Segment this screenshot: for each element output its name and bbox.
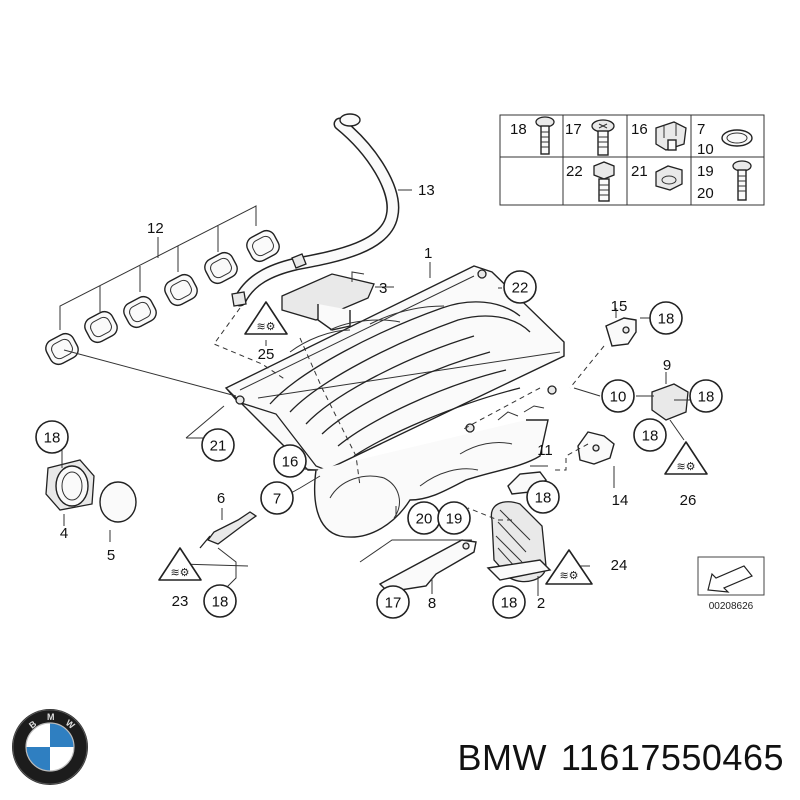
callout-18-g: 18 xyxy=(492,585,526,619)
svg-text:10: 10 xyxy=(610,389,627,406)
svg-text:≋⚙: ≋⚙ xyxy=(170,566,189,579)
label-23: 23 xyxy=(172,593,189,610)
callout-18-b: 18 xyxy=(689,379,723,413)
callout-16: 16 xyxy=(273,444,307,478)
bracket-11 xyxy=(507,465,548,495)
label-4: 4 xyxy=(60,525,68,542)
label-14: 14 xyxy=(612,492,629,509)
label-13: 13 xyxy=(418,182,435,199)
svg-text:18: 18 xyxy=(698,389,715,406)
bracket-15 xyxy=(605,308,637,347)
torque-triangle-icon-24: ≋⚙ xyxy=(545,549,593,585)
callout-20: 20 xyxy=(407,501,441,535)
svg-text:7: 7 xyxy=(273,491,281,508)
hex-bolt-icon xyxy=(593,161,615,202)
bmw-roundel-icon: B M W xyxy=(12,709,88,785)
brand-name: BMW xyxy=(457,737,547,778)
svg-text:21: 21 xyxy=(210,438,227,455)
callout-7: 7 xyxy=(260,481,294,515)
label-5: 5 xyxy=(107,547,115,564)
intake-pipe xyxy=(45,459,95,526)
table-cell-19: 19 xyxy=(697,163,714,180)
torque-triangle-icon-25: ≋⚙ xyxy=(244,301,288,335)
callout-18-d: 18 xyxy=(35,420,69,454)
callout-10: 10 xyxy=(601,379,635,413)
table-cell-17: 17 xyxy=(565,121,582,138)
intake-gaskets xyxy=(45,205,280,366)
callout-18-f: 18 xyxy=(203,584,237,618)
label-3: 3 xyxy=(379,280,387,297)
callout-21: 21 xyxy=(201,428,235,462)
svg-text:19: 19 xyxy=(446,511,463,528)
svg-text:16: 16 xyxy=(282,454,299,471)
torque-triangle-icon-26: ≋⚙ xyxy=(664,441,708,475)
svg-text:22: 22 xyxy=(512,280,529,297)
bracket-14 xyxy=(577,431,615,488)
svg-text:18: 18 xyxy=(212,594,229,611)
svg-text:≋⚙: ≋⚙ xyxy=(559,569,578,582)
svg-text:18: 18 xyxy=(658,311,675,328)
label-1: 1 xyxy=(424,245,432,262)
pressure-sensor xyxy=(281,271,394,331)
label-11: 11 xyxy=(537,442,553,459)
sensor-bracket-9 xyxy=(651,372,689,421)
label-12: 12 xyxy=(147,220,164,237)
svg-text:17: 17 xyxy=(385,595,402,612)
label-2: 2 xyxy=(537,595,545,612)
callout-17: 17 xyxy=(376,585,410,619)
callout-22: 22 xyxy=(503,270,537,304)
flange-screw-icon xyxy=(591,119,615,156)
svg-text:18: 18 xyxy=(535,490,552,507)
torx-screw-icon xyxy=(535,116,555,155)
table-cell-7: 7 xyxy=(697,121,705,138)
svg-text:18: 18 xyxy=(642,428,659,445)
table-cell-21: 21 xyxy=(631,163,648,180)
table-cell-22: 22 xyxy=(566,163,583,180)
orientation-arrow-box xyxy=(697,556,765,596)
hardware-table-frame xyxy=(499,114,765,206)
part-number: 11617550465 xyxy=(560,737,784,778)
svg-text:18: 18 xyxy=(44,430,61,447)
hardware-table: 18 17 16 7 10 22 21 19 20 xyxy=(499,114,765,206)
seal-ring-icon xyxy=(721,129,753,147)
seal-ring xyxy=(99,481,137,542)
temperature-sensor xyxy=(199,508,258,549)
svg-text:≋⚙: ≋⚙ xyxy=(676,460,695,473)
label-24: 24 xyxy=(611,557,628,574)
svg-text:M: M xyxy=(47,712,55,722)
throttle-body xyxy=(486,501,552,596)
torx-bolt-icon xyxy=(732,160,752,201)
table-cell-10: 10 xyxy=(697,141,714,158)
table-cell-16: 16 xyxy=(631,121,648,138)
label-25: 25 xyxy=(258,346,275,363)
callout-19: 19 xyxy=(437,501,471,535)
hose-clip-icon xyxy=(655,121,687,151)
label-26: 26 xyxy=(680,492,697,509)
svg-text:18: 18 xyxy=(501,595,518,612)
svg-text:B: B xyxy=(27,718,39,730)
label-9: 9 xyxy=(663,357,671,374)
table-cell-18: 18 xyxy=(510,121,527,138)
brand-footer: B M W BMW 11617550465 xyxy=(8,705,792,795)
vent-hose xyxy=(231,113,412,307)
svg-text:≋⚙: ≋⚙ xyxy=(256,320,275,333)
brand-title: BMW 11617550465 xyxy=(457,737,784,779)
callout-18-a: 18 xyxy=(649,301,683,335)
callout-18-c: 18 xyxy=(633,418,667,452)
callout-18-e: 18 xyxy=(526,480,560,514)
label-6: 6 xyxy=(217,490,225,507)
svg-text:20: 20 xyxy=(416,511,433,528)
diagram-code: 00208626 xyxy=(709,601,754,612)
label-8: 8 xyxy=(428,595,436,612)
label-15: 15 xyxy=(611,298,628,315)
table-cell-20: 20 xyxy=(697,185,714,202)
direction-arrow-icon xyxy=(707,565,753,593)
hex-nut-icon xyxy=(655,165,683,191)
torque-triangle-icon-23: ≋⚙ xyxy=(158,547,202,581)
